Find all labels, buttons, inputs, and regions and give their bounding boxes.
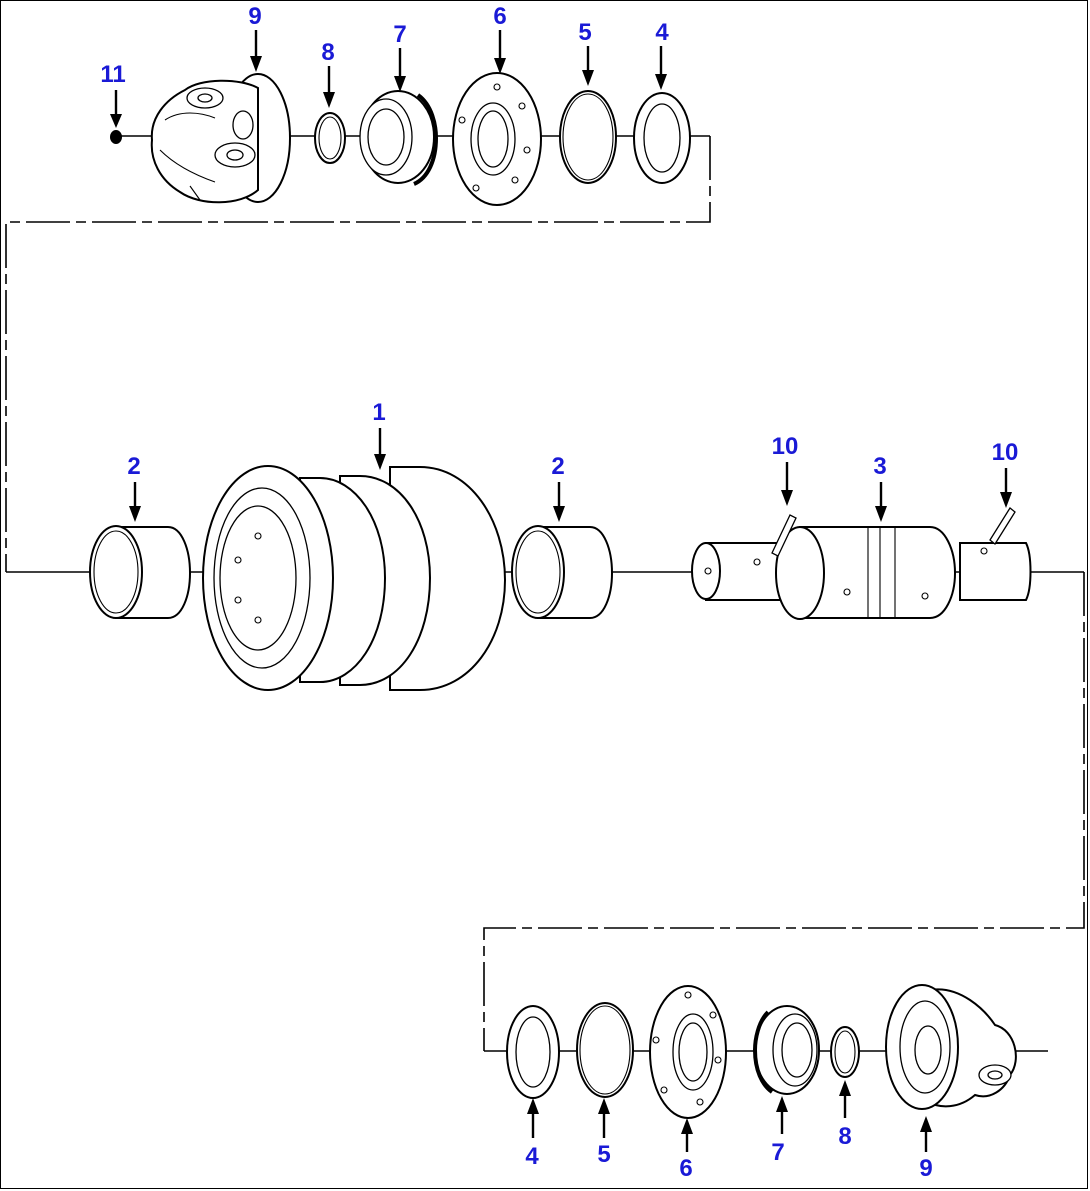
- callout-3: 3: [873, 453, 886, 480]
- part-shaft-3: [691, 526, 1032, 620]
- part-retainer-6-bottom: [649, 985, 727, 1119]
- part-washer-4-bottom: [506, 1005, 560, 1099]
- part-collar-9-bottom: [885, 984, 1017, 1110]
- callout-7-top: 7: [393, 21, 406, 48]
- part-bushing-2-right: [511, 525, 614, 619]
- callout-labels: 11 9 8 7 6 5 4 2 1 2 10 3 10 4 5 6 7 8 9: [100, 3, 1018, 1182]
- callout-10-left: 10: [772, 433, 799, 460]
- part-snap-ring-8: [314, 112, 346, 164]
- callout-8-bottom: 8: [838, 1123, 851, 1150]
- part-collar-9: [150, 73, 291, 204]
- callout-6-top: 6: [493, 3, 506, 30]
- part-roller-1: [202, 465, 507, 691]
- callout-9-top: 9: [248, 3, 261, 30]
- callout-4-bottom: 4: [525, 1143, 539, 1170]
- callout-11-top: 11: [100, 61, 125, 88]
- callout-4-top: 4: [655, 19, 669, 46]
- callout-10-right: 10: [992, 439, 1019, 466]
- part-retainer-6: [452, 72, 542, 206]
- part-plug-11: [110, 130, 122, 144]
- part-o-ring-5-bottom: [576, 1002, 634, 1098]
- callout-7-bottom: 7: [771, 1139, 784, 1166]
- callout-1: 1: [372, 399, 385, 426]
- part-pin-10-left: [753, 514, 797, 566]
- callout-8-top: 8: [321, 39, 334, 66]
- callout-2-left: 2: [127, 453, 140, 480]
- part-seal-7: [359, 90, 439, 186]
- callout-5-top: 5: [578, 19, 591, 46]
- callout-5-bottom: 5: [597, 1141, 610, 1168]
- callout-2-right: 2: [551, 453, 564, 480]
- part-snap-ring-8-bottom: [830, 1026, 860, 1078]
- part-pin-10-right: [980, 507, 1016, 555]
- part-bushing-2-left: [89, 525, 192, 619]
- part-washer-4: [633, 92, 691, 184]
- callout-6-bottom: 6: [679, 1155, 692, 1182]
- callout-arrows: [110, 30, 1012, 1152]
- callout-9-bottom: 9: [919, 1155, 932, 1182]
- part-seal-7-bottom: [752, 1005, 820, 1095]
- part-o-ring-5: [559, 90, 617, 184]
